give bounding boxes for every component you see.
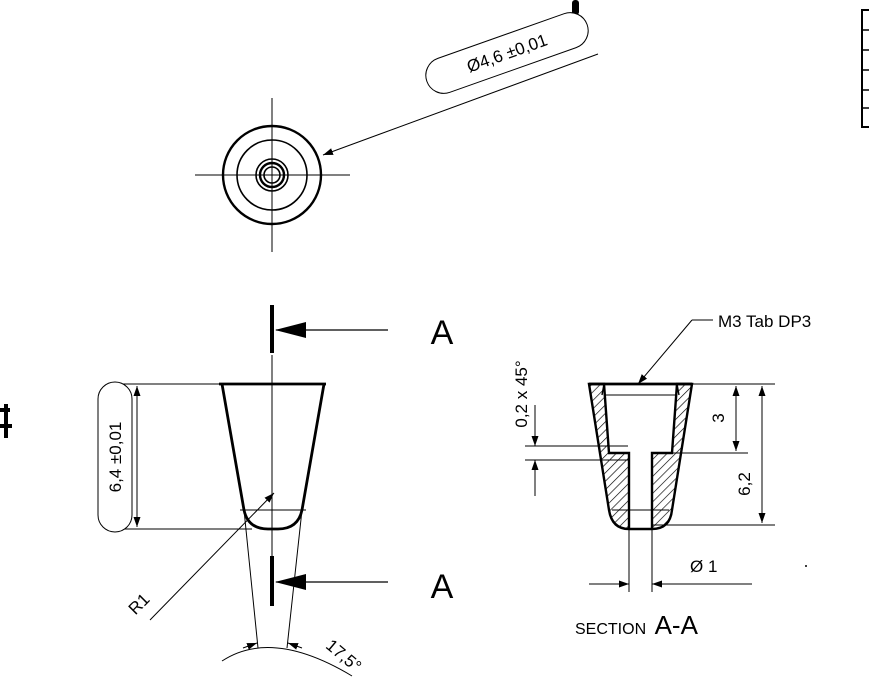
height-section-label: 6,2 [735, 472, 754, 496]
top-view: Ø4,6 ±0,01 [195, 12, 599, 252]
height-label: 6,4 ±0,01 [106, 422, 125, 493]
section-marker-top-label: A [431, 314, 454, 352]
depth-dimension: 3 [672, 383, 775, 454]
chamfer-dimension: 0,2 x 45° [512, 360, 628, 496]
chamfer-label: 0,2 x 45° [512, 360, 531, 427]
hole-dimension: Ø 1 [589, 529, 752, 592]
thread-callout: M3 Tab DP3 [637, 312, 811, 385]
height-dimension: 6,4 ±0,01 [97, 381, 252, 533]
hole-label: Ø 1 [690, 557, 717, 576]
angle-dimension: 17,5° [221, 509, 365, 677]
thread-label: M3 Tab DP3 [718, 312, 811, 331]
section-marker-bottom-label: A [431, 568, 454, 606]
diameter-dimension: Ø4,6 ±0,01 [322, 12, 599, 156]
section-view: M3 Tab DP3 0,2 x 45° 3 6,2 Ø 1 [512, 312, 811, 640]
section-title: SECTION A-A [575, 610, 699, 640]
section-cut-marker-top: A [270, 305, 454, 353]
radius-dimension: R1 [125, 492, 275, 621]
page-edge-fragments [0, 0, 869, 438]
height-dimension-section: 6,2 [652, 386, 775, 526]
depth-label: 3 [709, 413, 728, 422]
side-view: 6,4 ±0,01 R1 17,5° A A [97, 305, 454, 677]
angle-label: 17,5° [322, 636, 365, 676]
radius-label: R1 [125, 590, 154, 619]
section-cut-marker-bottom: A [270, 556, 454, 606]
section-title-name: A-A [655, 610, 699, 640]
section-title-prefix: SECTION [575, 621, 646, 638]
